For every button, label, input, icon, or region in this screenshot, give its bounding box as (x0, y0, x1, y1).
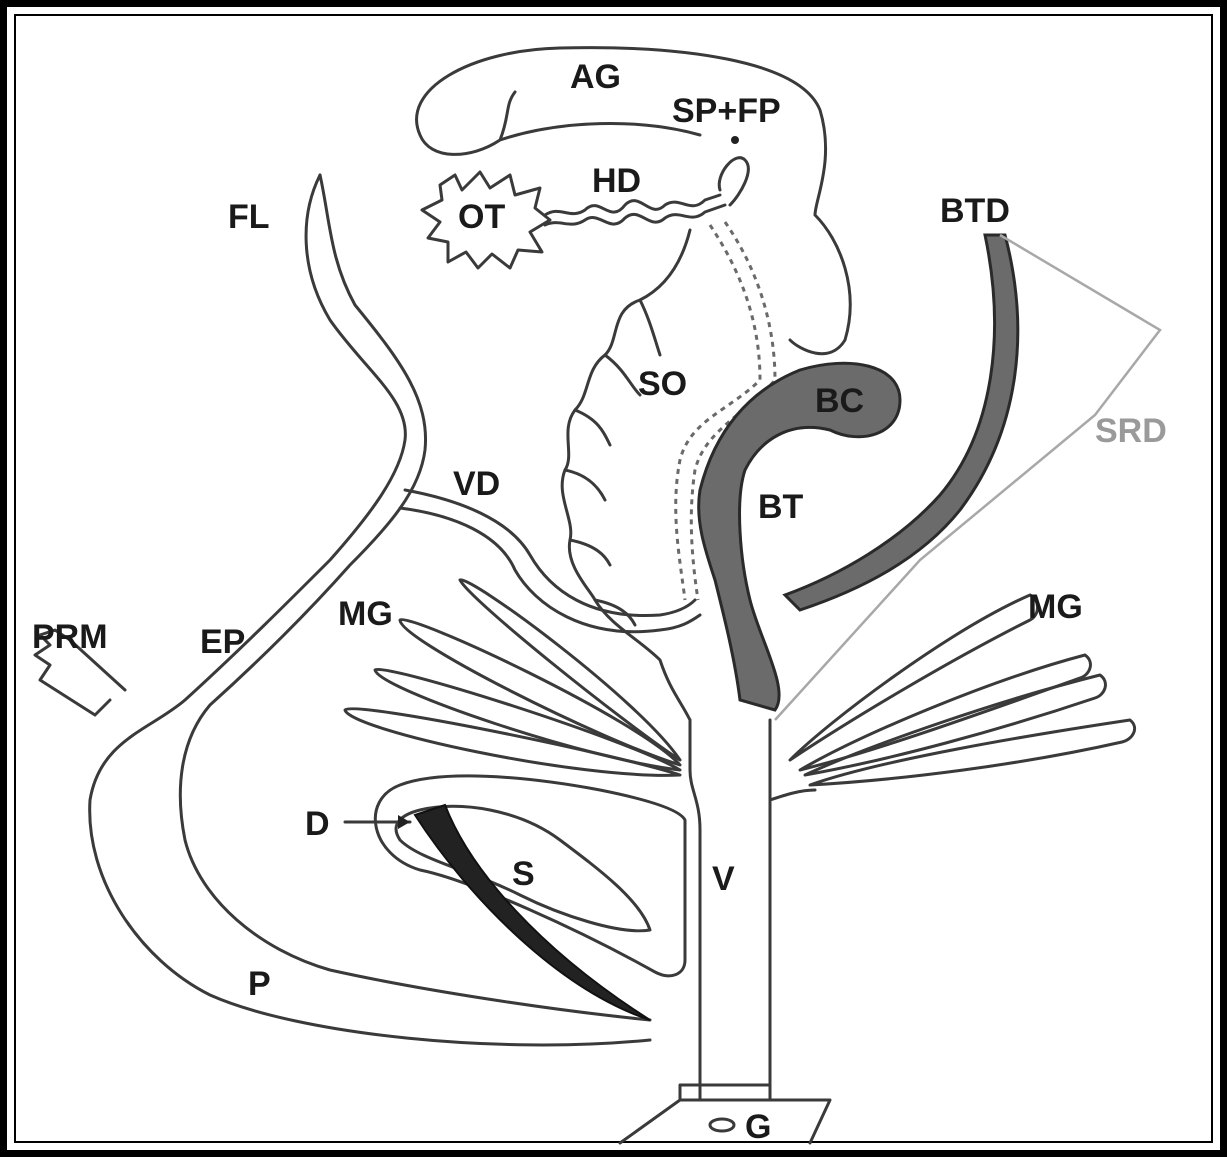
genital-pore (620, 1100, 830, 1143)
label-bc: BC (815, 382, 864, 420)
label-v: V (712, 860, 735, 898)
genital-pore-opening (710, 1119, 734, 1131)
label-ag: AG (570, 58, 621, 96)
label-sp-fp: SP+FP (672, 92, 781, 130)
sp-fp-dot (731, 136, 739, 144)
label-btd: BTD (940, 192, 1010, 230)
label-ep: EP (200, 623, 245, 661)
label-mg-left: MG (338, 595, 393, 633)
label-srd: SRD (1095, 412, 1167, 450)
label-s: S (512, 855, 535, 893)
label-vd: VD (453, 465, 500, 503)
bursa-copulatrix (699, 363, 900, 710)
vas-deferens (405, 490, 695, 616)
label-mg-right: MG (1028, 588, 1083, 626)
label-p: P (248, 965, 271, 1003)
label-prm: PRM (32, 618, 108, 656)
fertilization-pocket (719, 158, 748, 205)
label-bt: BT (758, 488, 804, 526)
label-ot: OT (458, 198, 505, 236)
label-fl: FL (228, 198, 270, 236)
label-d: D (305, 805, 330, 843)
mucous-glands-left (345, 580, 680, 775)
label-so: SO (638, 365, 687, 403)
vagina (690, 720, 700, 1100)
mucous-glands-right (790, 595, 1135, 785)
label-g: G (745, 1108, 771, 1146)
label-hd: HD (592, 162, 641, 200)
